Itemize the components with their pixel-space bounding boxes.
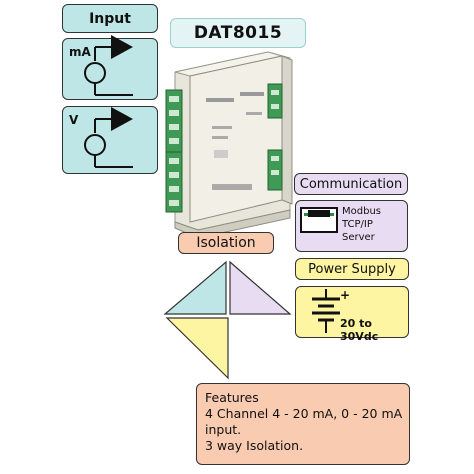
isolation-title: Isolation: [178, 232, 274, 254]
battery-icon: +: [312, 288, 350, 333]
current-source-icon: [84, 35, 133, 96]
comm-line-3: Server: [342, 232, 375, 243]
power-supply-title-label: Power Supply: [308, 261, 396, 277]
current-input-label: mA: [69, 45, 91, 59]
current-input-box: mA: [62, 35, 158, 100]
comm-line-1: Modbus: [342, 206, 381, 217]
voltage-input-label: V: [69, 113, 79, 127]
ethernet-port-icon: [300, 207, 338, 233]
features-heading: Features: [205, 390, 259, 405]
model-name-box: DAT8015: [170, 18, 306, 48]
communication-box: Modbus TCP/IP Server: [295, 200, 408, 252]
communication-protocol-text: Modbus TCP/IP Server: [342, 205, 381, 244]
features-line-3: 3 way Isolation.: [205, 438, 304, 453]
isolation-triangle-input: [163, 260, 227, 315]
communication-title: Communication: [294, 173, 408, 195]
features-line-1: 4 Channel 4 - 20 mA, 0 - 20 mA: [205, 406, 403, 421]
power-supply-title: Power Supply: [295, 258, 409, 280]
isolation-triangle-power: [165, 317, 229, 380]
input-title-label: Input: [89, 10, 131, 27]
voltage-input-box: V: [62, 106, 158, 174]
voltage-source-icon: [84, 107, 133, 168]
isolation-title-label: Isolation: [196, 235, 256, 251]
power-supply-voltage: 20 to 30Vdc: [340, 317, 379, 343]
power-supply-box: + 20 to 30Vdc: [295, 286, 409, 343]
communication-title-label: Communication: [299, 176, 403, 192]
comm-line-2: TCP/IP: [342, 219, 373, 230]
features-box: Features 4 Channel 4 - 20 mA, 0 - 20 mA …: [196, 383, 410, 465]
isolation-triangle-comm: [229, 260, 292, 315]
input-title: Input: [62, 4, 158, 33]
features-line-2: input.: [205, 422, 242, 437]
model-name: DAT8015: [193, 23, 283, 43]
svg-text:+: +: [340, 288, 350, 302]
